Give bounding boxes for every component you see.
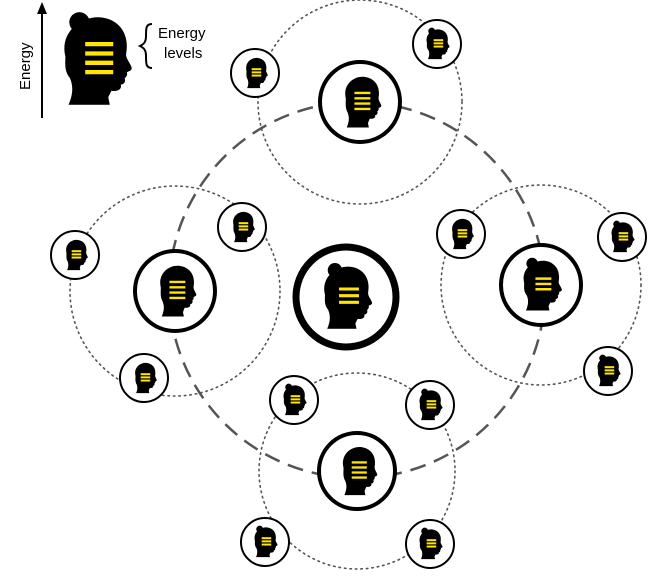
node-head (160, 265, 197, 317)
energy-levels-label-line1: Energy (158, 25, 206, 42)
node-head (66, 239, 88, 271)
node-head (345, 76, 382, 128)
satellite-node-top (412, 19, 462, 69)
satellite-node-right (597, 212, 647, 262)
node-head (324, 263, 373, 329)
orbit-dotted-top (257, 0, 463, 205)
satellite-node-right (436, 209, 486, 259)
female-head-icon (64, 12, 132, 105)
node-head (233, 211, 255, 243)
node-head (452, 218, 474, 250)
arrowhead-icon (37, 2, 47, 14)
satellite-node-left (50, 230, 100, 280)
hub-node-right (499, 243, 583, 327)
satellite-node-bottom (269, 375, 319, 425)
orbit-dotted-bottom (258, 372, 456, 570)
node-head (597, 354, 621, 387)
satellite-orbits (69, 0, 642, 570)
node-head (611, 220, 635, 253)
orbit-dotted-left (69, 185, 281, 397)
satellite-node-left (119, 353, 169, 403)
hub-node-left (133, 249, 217, 333)
node-head (283, 383, 307, 416)
legend: Energy Energy levels (17, 2, 206, 118)
satellite-node-bottom (405, 519, 455, 569)
node-head (419, 527, 443, 560)
brace-icon (137, 23, 153, 69)
energy-axis-label: Energy (17, 42, 34, 90)
node-head (135, 362, 157, 394)
satellite-node-right (583, 346, 633, 396)
satellite-node-left (217, 202, 267, 252)
satellite-node-bottom (240, 517, 290, 567)
node-head (254, 525, 278, 558)
node-head (246, 57, 268, 89)
hub-node-top (318, 60, 402, 144)
energy-levels-label-line2: levels (164, 45, 202, 62)
hub-node-bottom (317, 431, 397, 511)
node-head (342, 447, 378, 496)
node-head (419, 388, 443, 421)
nodes (50, 19, 647, 569)
satellite-node-bottom (405, 380, 455, 430)
center-node (292, 243, 400, 351)
node-head (426, 27, 450, 60)
node-head (523, 257, 562, 311)
satellite-node-top (230, 48, 280, 98)
legend-head (64, 12, 132, 105)
legend-head-icon (64, 12, 132, 105)
orbit-dotted-right (440, 184, 642, 386)
